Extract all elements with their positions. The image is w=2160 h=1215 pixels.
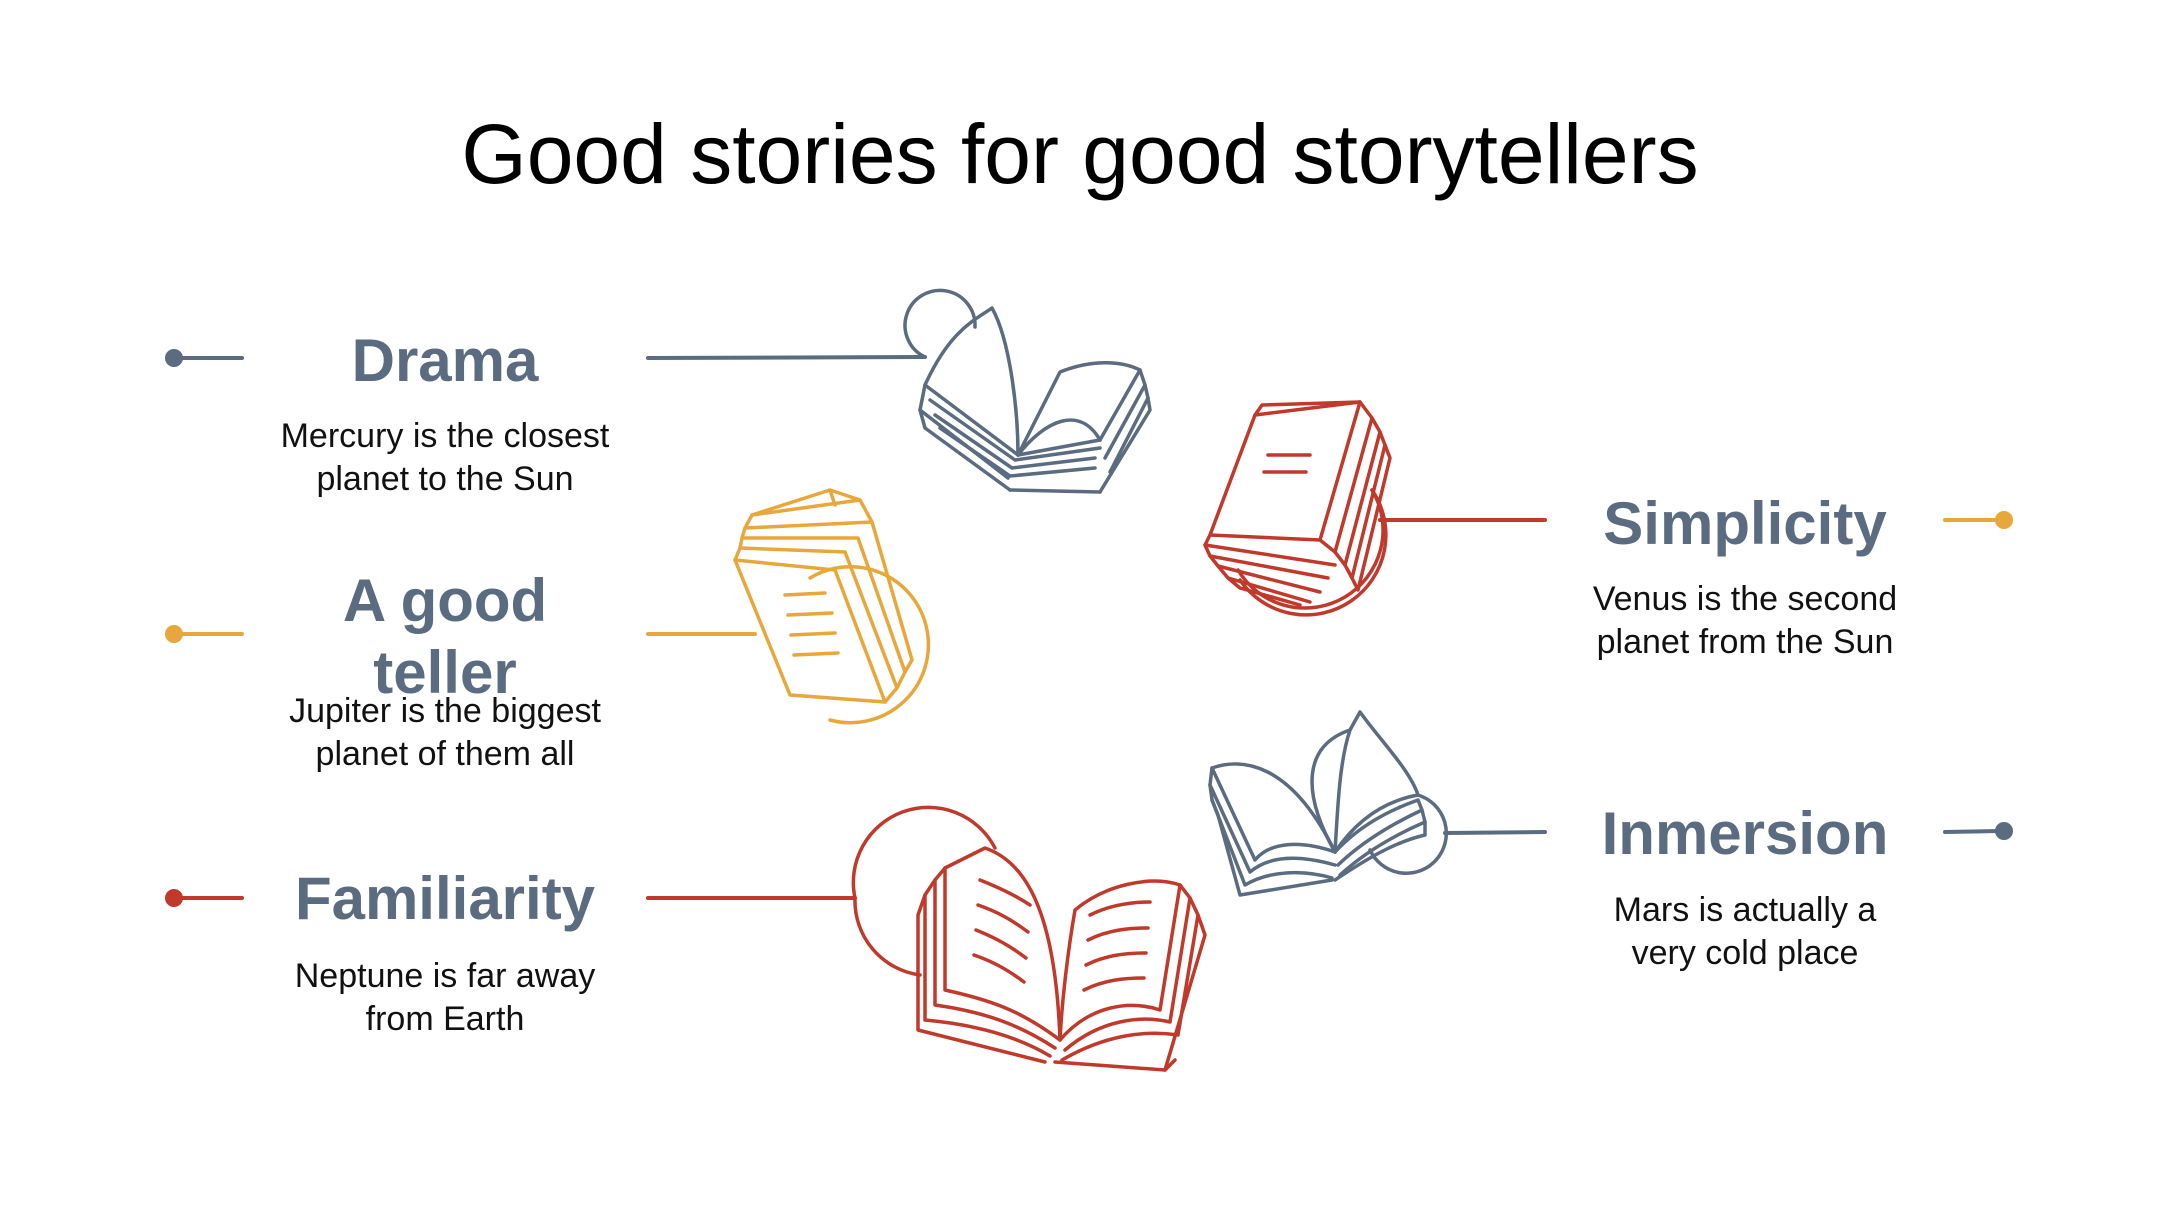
connector-drama: [165, 349, 927, 367]
item-desc-line: from Earth: [365, 1000, 525, 1038]
item-desc-line: Mars is actually a: [1613, 891, 1877, 929]
item-desc-line: Jupiter is the biggest: [289, 692, 601, 730]
item-desc-a-good-teller: Jupiter is the biggest planet of them al…: [245, 690, 645, 776]
connector-end-simplicity: [1943, 511, 2013, 529]
item-title-familiarity: Familiarity: [294, 865, 596, 932]
open-book-icon: [851, 805, 1207, 1072]
item-desc-line: planet from the Sun: [1596, 623, 1894, 661]
item-desc-line: Neptune is far away: [294, 957, 596, 995]
connector-inmersion: [1443, 822, 2013, 840]
item-title-line: teller: [373, 639, 517, 706]
item-title-a-good-teller: A good teller: [245, 565, 645, 709]
closed-book-icon: [1203, 400, 1392, 617]
item-desc-line: planet to the Sun: [316, 460, 574, 498]
item-desc-line: planet of them all: [315, 735, 575, 773]
item-title-drama: Drama: [351, 327, 539, 394]
item-desc-inmersion: Mars is actually a very cold place: [1545, 889, 1945, 975]
item-title-line: A good: [342, 567, 548, 634]
closed-book-icon: [733, 488, 931, 725]
item-desc-familiarity: Neptune is far away from Earth: [245, 955, 645, 1041]
connector-a-good-teller: [165, 625, 757, 643]
item-desc-line: Venus is the second: [1592, 580, 1898, 618]
item-title-inmersion: Inmersion: [1601, 800, 1889, 867]
open-book-icon: [1208, 710, 1449, 897]
item-desc-drama: Mercury is the closest planet to the Sun: [245, 415, 645, 501]
item-title-simplicity: Simplicity: [1603, 490, 1887, 557]
item-desc-line: very cold place: [1631, 934, 1859, 972]
connector-familiarity: [165, 889, 857, 907]
page-title: Good stories for good storytellers: [461, 107, 1699, 201]
item-desc-simplicity: Venus is the second planet from the Sun: [1545, 578, 1945, 664]
item-desc-line: Mercury is the closest: [280, 417, 610, 455]
open-book-icon: [903, 288, 1152, 494]
